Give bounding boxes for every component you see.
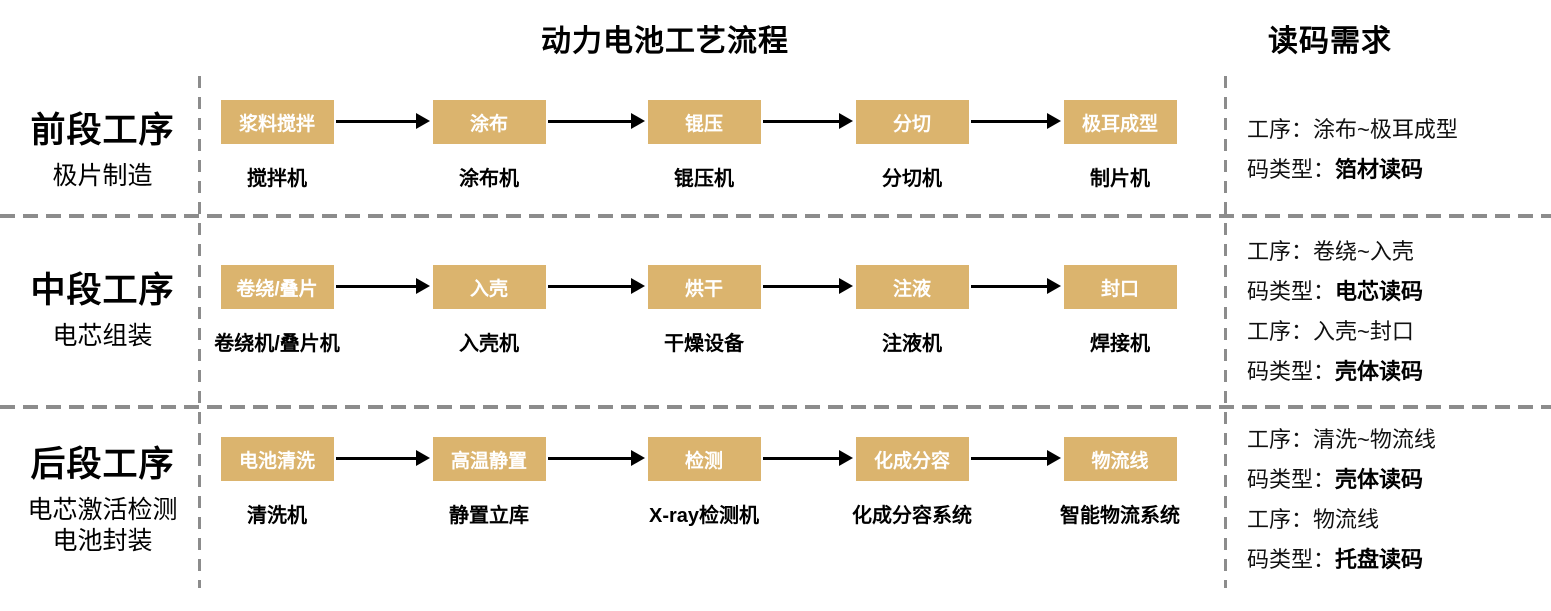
process-box: 浆料搅拌 [220, 100, 334, 144]
machine-label: X-ray检测机 [648, 505, 760, 527]
process-box: 分切 [855, 100, 969, 144]
step-slitting: 分切 分切机 [817, 100, 1007, 191]
machine-label: 清洗机 [247, 505, 307, 527]
horizontal-dashed-divider-2 [0, 405, 1551, 409]
step-formation-grading: 化成分容 化成分容系统 [817, 437, 1007, 528]
machine-label: 分切机 [882, 168, 942, 190]
stage-middle-section: 中段工序 电芯组装 [0, 262, 205, 352]
step-drying: 烘干 干燥设备 [609, 265, 799, 356]
requirement-text: 工序：清洗~物流线 [1247, 427, 1436, 452]
step-winding-stacking: 卷绕/叠片 卷绕机/叠片机 [182, 265, 372, 356]
process-box: 电池清洗 [220, 437, 334, 481]
machine-label: 入壳机 [459, 333, 519, 355]
requirement-line: 工序：入壳~封口 [1247, 314, 1414, 346]
flow-arrow [336, 278, 430, 294]
requirement-bold-value: 壳体读码 [1335, 359, 1424, 384]
flow-arrow [971, 278, 1061, 294]
stage-subtitle: 电芯激活检测 电池封装 [0, 495, 205, 557]
requirement-text: 工序：涂布~极耳成型 [1247, 117, 1458, 142]
requirement-bold-value: 托盘读码 [1335, 547, 1424, 572]
stage-subtitle: 极片制造 [52, 162, 153, 190]
requirement-text: 码类型： [1247, 547, 1336, 572]
process-box: 烘干 [647, 265, 761, 309]
flow-arrow [763, 113, 853, 129]
machine-label: 干燥设备 [664, 333, 744, 355]
step-logistics-line: 物流线 智能物流系统 [1025, 437, 1215, 528]
machine-label: 智能物流系统 [1060, 505, 1180, 527]
requirement-line: 工序：涂布~极耳成型 [1247, 112, 1458, 144]
stage-title: 后段工序 [30, 445, 175, 484]
diagram-title: 动力电池工艺流程 [541, 25, 789, 58]
flow-arrow [548, 278, 645, 294]
step-coating: 涂布 涂布机 [394, 100, 584, 191]
flow-arrow [336, 450, 430, 466]
step-roll-pressing: 锟压 锟压机 [609, 100, 799, 191]
requirement-line: 工序：卷绕~入壳 [1247, 234, 1414, 266]
step-battery-cleaning: 电池清洗 清洗机 [182, 437, 372, 528]
right-vertical-dashed-divider [1224, 76, 1227, 588]
flow-arrow [763, 278, 853, 294]
machine-label: 静置立库 [449, 505, 529, 527]
requirement-text: 工序：卷绕~入壳 [1247, 239, 1414, 264]
stage-title: 前段工序 [30, 111, 175, 150]
flow-arrow [336, 113, 430, 129]
process-box: 入壳 [432, 265, 546, 309]
machine-label: 化成分容系统 [852, 505, 972, 527]
requirement-text: 码类型： [1247, 157, 1336, 182]
step-slurry-mixing: 浆料搅拌 搅拌机 [182, 100, 372, 191]
requirement-text: 码类型： [1247, 359, 1336, 384]
machine-label: 制片机 [1090, 168, 1150, 190]
requirement-line: 码类型：电芯读码 [1247, 274, 1423, 306]
flow-arrow [548, 113, 645, 129]
process-box: 高温静置 [432, 437, 546, 481]
process-box: 封口 [1063, 265, 1177, 309]
machine-label: 注液机 [882, 333, 942, 355]
flow-arrow [763, 450, 853, 466]
process-box: 锟压 [647, 100, 761, 144]
stage-title: 中段工序 [30, 271, 175, 310]
requirement-bold-value: 电芯读码 [1335, 279, 1424, 304]
step-inspection: 检测 X-ray检测机 [609, 437, 799, 528]
flow-arrow [971, 113, 1061, 129]
requirement-line: 工序：清洗~物流线 [1247, 422, 1436, 454]
machine-label: 涂布机 [459, 168, 519, 190]
requirement-line: 码类型：箔材读码 [1247, 152, 1423, 184]
requirements-column-title: 读码需求 [1268, 25, 1392, 58]
requirement-text: 码类型： [1247, 279, 1336, 304]
step-casing: 入壳 入壳机 [394, 265, 584, 356]
stage-subtitle-line2: 电池封装 [52, 527, 153, 555]
step-high-temp-resting: 高温静置 静置立库 [394, 437, 584, 528]
process-box: 注液 [855, 265, 969, 309]
requirement-bold-value: 壳体读码 [1335, 467, 1424, 492]
requirement-text: 工序：入壳~封口 [1247, 319, 1414, 344]
left-vertical-dashed-divider [198, 76, 201, 588]
step-tab-forming: 极耳成型 制片机 [1025, 100, 1215, 191]
process-box: 物流线 [1063, 437, 1177, 481]
requirement-line: 码类型：托盘读码 [1247, 542, 1423, 574]
requirement-bold-value: 箔材读码 [1335, 157, 1424, 182]
machine-label: 焊接机 [1090, 333, 1150, 355]
requirement-line: 码类型：壳体读码 [1247, 354, 1423, 386]
horizontal-dashed-divider-1 [0, 214, 1551, 218]
step-sealing: 封口 焊接机 [1025, 265, 1215, 356]
requirement-text: 码类型： [1247, 467, 1336, 492]
flow-arrow [971, 450, 1061, 466]
process-box: 检测 [647, 437, 761, 481]
process-box: 卷绕/叠片 [220, 265, 334, 309]
requirement-text: 工序：物流线 [1247, 507, 1380, 532]
process-box: 涂布 [432, 100, 546, 144]
stage-rear-section: 后段工序 电芯激活检测 电池封装 [0, 436, 205, 557]
requirement-line: 工序：物流线 [1247, 502, 1379, 534]
stage-subtitle: 电芯组装 [52, 322, 153, 350]
machine-label: 卷绕机/叠片机 [214, 333, 340, 355]
process-box: 化成分容 [855, 437, 969, 481]
process-box: 极耳成型 [1063, 100, 1177, 144]
stage-subtitle-line1: 电芯激活检测 [27, 496, 178, 524]
machine-label: 锟压机 [674, 168, 734, 190]
requirement-line: 码类型：壳体读码 [1247, 462, 1423, 494]
machine-label: 搅拌机 [247, 168, 307, 190]
stage-front-section: 前段工序 极片制造 [0, 102, 205, 192]
flow-arrow [548, 450, 645, 466]
step-electrolyte-filling: 注液 注液机 [817, 265, 1007, 356]
